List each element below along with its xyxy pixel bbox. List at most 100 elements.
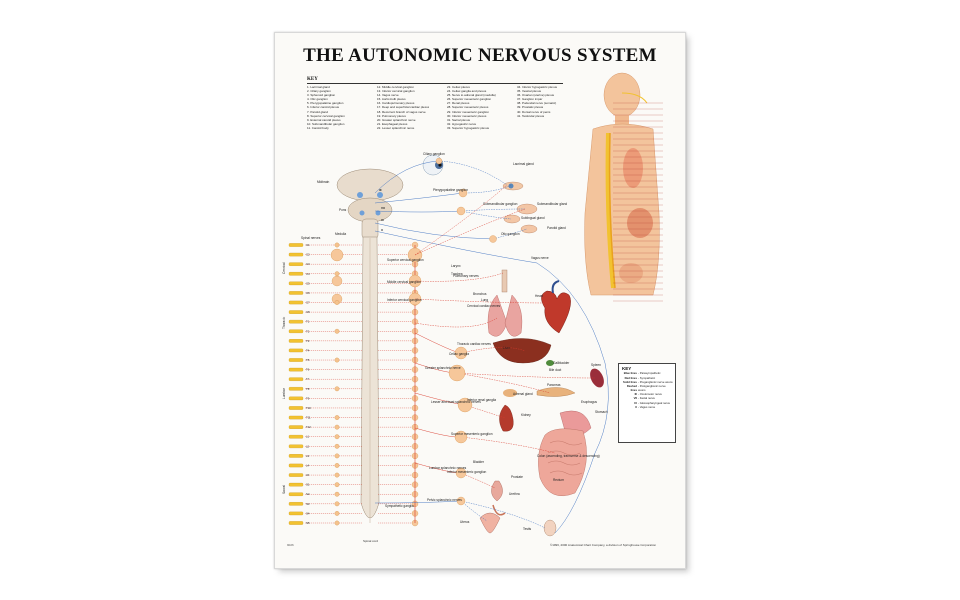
line-key-row: X- Vagus nerve [621, 405, 673, 409]
segment-ganglion [334, 386, 340, 392]
label-submandibular-ganglion: Submandibular ganglion [483, 202, 518, 206]
label-sympathetic-ganglia: Sympathetic ganglia [385, 504, 414, 508]
segment-label: T12 [306, 425, 311, 429]
label-liver: Liver [503, 346, 511, 350]
cranial-nerve-mark: X [381, 228, 383, 232]
label-spleen: Spleen [591, 363, 601, 367]
segment-label: C1 [306, 243, 310, 247]
segment-ganglion [334, 242, 340, 248]
peripheral-ganglion [458, 188, 468, 198]
segment-bar [288, 406, 304, 410]
segment-bar [288, 329, 304, 334]
poster-title: THE AUTONOMIC NERVOUS SYSTEM [303, 45, 657, 66]
segment-bar [288, 502, 304, 506]
nerve-path [374, 160, 440, 194]
nerve-path [374, 500, 462, 504]
cranial-nerve-mark: IX [381, 218, 384, 222]
label-pancreas: Pancreas [547, 383, 561, 387]
key-entry: 26. Superior mesenteric ganglion [447, 97, 492, 102]
segment-ganglion [334, 424, 340, 430]
copyright-notice: ©1996, 2000 Anatomical Chart Company, a … [550, 543, 657, 547]
nerve-path [438, 160, 508, 186]
line-key-row: IX- Glossopharyngeal nerve [621, 401, 673, 405]
peripheral-ganglion [454, 346, 468, 360]
cranial-nerve-mark: III [379, 188, 382, 192]
label-stomach: Stomach [595, 410, 608, 414]
line-key-desc: - Facial nerve [638, 396, 655, 401]
key-entry: 23. Celiac plexus [447, 85, 470, 89]
label-lung: Lung [481, 298, 488, 302]
line-key-term: Red lines [624, 375, 637, 380]
nerve-path [460, 472, 496, 489]
label-greater-splanchnic-nerve: Greater splanchnic nerve [425, 366, 461, 370]
brainstem [336, 168, 404, 240]
key-entry: 3. Sphenoid ganglion [307, 93, 336, 98]
label-pelvic-splanchnic-nerves: Pelvic splanchnic nerves [427, 498, 462, 502]
diagram-labels: Midbrain Pons Medulla Spinal nerves Cili… [282, 152, 608, 531]
nerve-path [456, 372, 596, 379]
segment-label: T1 [306, 320, 310, 324]
segment-label: C6 [306, 291, 310, 295]
nerve-pathways [374, 160, 609, 534]
segment-bar [288, 434, 304, 439]
key-entry: 2. Ciliary ganglion [307, 89, 331, 94]
adrenal-shape [503, 389, 517, 397]
anatomy-poster: THE AUTONOMIC NERVOUS SYSTEM KEY 1. Lacr… [274, 32, 686, 569]
key-entry: 18. Recurrent branch of vagus nerve [377, 109, 426, 114]
segment-label: S1 [306, 483, 310, 487]
label-ciliary-ganglion: Ciliary ganglion [423, 152, 445, 156]
key-entry: 32. Hypogastric nerve [447, 121, 477, 126]
peripheral-ganglion [448, 364, 466, 382]
sympathetic-chain [330, 241, 423, 527]
key-entry: 11. Carotid body [307, 125, 329, 130]
segment-label: T11 [306, 416, 311, 420]
segment-bar [288, 454, 304, 458]
line-key-row: Solid lines- Preganglionic nerve axons [621, 380, 673, 384]
label-pons: Pons [339, 208, 347, 212]
lungs-trachea [487, 269, 523, 337]
peripheral-ganglion [455, 467, 467, 479]
segment-label: T9 [306, 396, 310, 400]
peripheral-ganglion [456, 496, 466, 506]
label-bladder: Bladder [473, 460, 485, 464]
label-lumbar-splanchnic-nerves: Lumbar splanchnic nerves [429, 466, 467, 470]
line-key-desc: - Sympathetic [638, 375, 656, 380]
key-entry: 35. Vesical plexus [517, 89, 542, 94]
label-adrenal-gland: Adrenal gland [513, 392, 533, 396]
key-entry: 17. Deep and superficial cardiac plexus [377, 105, 430, 110]
line-key-desc: - Postganglionic nerve axons [638, 384, 666, 392]
segment-bar [288, 291, 304, 295]
label-parotid-gland: Parotid gland [547, 226, 566, 230]
nerve-path [414, 317, 498, 328]
label-trachea: Trachea [451, 272, 463, 276]
peripheral-ganglion [457, 397, 473, 413]
segment-bar [288, 444, 304, 449]
nerve-path [374, 222, 494, 240]
key-entry: 39. Prostatic plexus [517, 105, 544, 110]
label-lacrimal-gland: Lacrimal gland [513, 162, 534, 166]
key-entry: 8. Superior cervical ganglion [307, 113, 345, 118]
segment-bar [288, 358, 304, 362]
segment-ganglion [334, 415, 340, 420]
segment-ganglion [334, 491, 340, 497]
segment-ganglion [334, 357, 340, 363]
key-entry: 6. Inferior carotid plexus [307, 105, 340, 110]
label-sublingual-gland: Sublingual gland [521, 216, 545, 220]
key-entry: 34. Inferior hypogastric plexus [517, 85, 558, 89]
nerve-path [460, 210, 512, 220]
gallbladder-shape [546, 360, 554, 366]
label-spinal-nerves: Spinal nerves [301, 236, 321, 240]
segment-bar [288, 473, 304, 477]
label-uterus: Uterus [460, 520, 470, 524]
segment-label: C5 [306, 281, 310, 285]
key-entry: 10. Submandibular ganglion [307, 121, 345, 126]
label-superior-mesenteric-ganglion: Superior mesenteric ganglion [451, 432, 493, 436]
liver [492, 338, 552, 364]
segment-label: T7 [306, 377, 310, 381]
label-gallbladder: Gallbladder [553, 361, 570, 365]
label-urethra: Urethra [509, 492, 520, 496]
segment-label: L4 [306, 463, 310, 467]
